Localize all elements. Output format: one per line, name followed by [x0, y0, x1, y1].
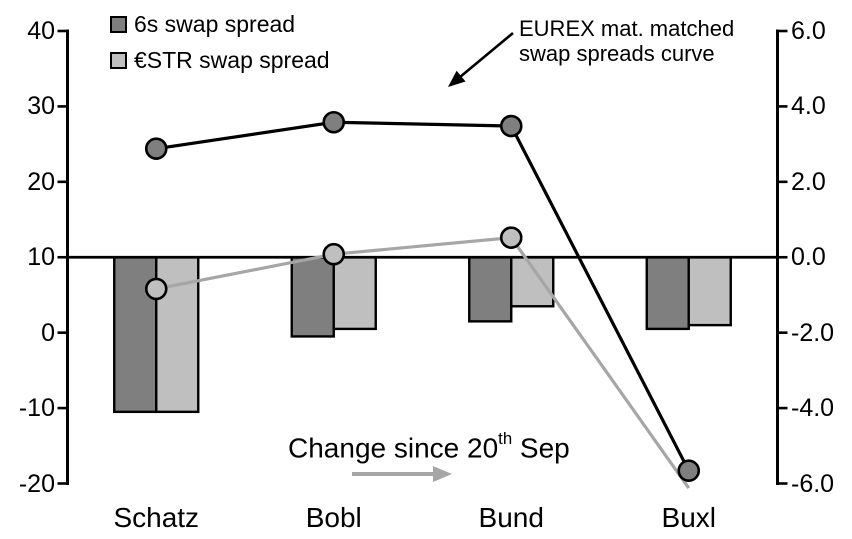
marker-6s-swap-spread-curve-schatz: [144, 137, 168, 160]
x-axis-label-bobl: Bobl: [305, 502, 362, 533]
curve-annotation: EUREX mat. matched swap spreads curve: [519, 16, 734, 66]
change-note-text: Change since 20: [288, 432, 499, 464]
legend-item-estr-swap-spread: €STR swap spread: [110, 47, 330, 73]
bar-6s-swap-spread-bund: [468, 256, 513, 323]
legend-label-6s: 6s swap spread: [134, 11, 296, 37]
bar-estr-swap-spread-buxl: [687, 256, 732, 327]
x-axis-label-buxl: Buxl: [661, 502, 716, 533]
marker-6s-swap-spread-curve-bund: [499, 114, 523, 138]
curve-annotation-arrow-icon-shaft: [455, 32, 514, 82]
legend-swatch-6s-icon: [110, 15, 127, 33]
left-axis-tick-label: 40: [27, 17, 55, 45]
change-note: Change since 20th Sep: [288, 429, 570, 464]
curve-annotation-arrow-icon-head: [448, 70, 466, 87]
legend-item-6s-swap-spread: 6s swap spread: [110, 11, 330, 37]
legend-swatch-estr-icon: [110, 51, 127, 69]
x-axis-label-schatz: Schatz: [113, 502, 200, 533]
right-axis-tick-label: 2.0: [791, 167, 826, 196]
marker-estr-swap-spread-curve-bobl: [322, 242, 346, 266]
marker-estr-swap-spread-curve-bund: [499, 226, 523, 249]
bar-6s-swap-spread-buxl: [645, 256, 690, 331]
legend-label-estr: €STR swap spread: [134, 47, 330, 73]
bar-6s-swap-spread-bobl: [290, 256, 335, 338]
change-note-arrow-icon-head: [433, 466, 452, 482]
right-axis-tick-label: -2.0: [791, 318, 835, 347]
left-axis-tick-label: 10: [27, 243, 55, 272]
right-axis-tick-label: -4.0: [791, 394, 835, 423]
left-axis-tick-label: 0: [41, 318, 55, 347]
right-axis-tick-label: 4.0: [791, 92, 826, 121]
legend: 6s swap spread €STR swap spread: [110, 11, 330, 73]
right-axis-tick-label: 0.0: [791, 243, 826, 272]
right-axis-tick-label: -6.0: [791, 469, 835, 498]
change-note-text-after: Sep: [512, 432, 570, 464]
change-note-sup: th: [498, 429, 513, 449]
left-axis-tick-label: 30: [27, 92, 55, 121]
bar-estr-swap-spread-bobl: [332, 256, 377, 331]
left-axis-tick-label: -20: [18, 469, 55, 498]
marker-6s-swap-spread-curve-buxl: [677, 459, 701, 482]
curve-annotation-line1: EUREX mat. matched: [519, 16, 735, 41]
right-axis-tick-label: 6.0: [791, 17, 826, 45]
left-axis-tick-label: -10: [18, 394, 55, 423]
marker-6s-swap-spread-curve-bobl: [322, 110, 346, 134]
line-estr-swap-spread-curve: [155, 235, 691, 489]
curve-annotation-line2: swap spreads curve: [519, 41, 715, 66]
left-axis-tick-label: 20: [27, 167, 55, 196]
marker-estr-swap-spread-curve-schatz: [144, 277, 168, 301]
line-6s-swap-spread-curve: [156, 120, 691, 472]
x-axis-label-bund: Bund: [478, 502, 544, 533]
